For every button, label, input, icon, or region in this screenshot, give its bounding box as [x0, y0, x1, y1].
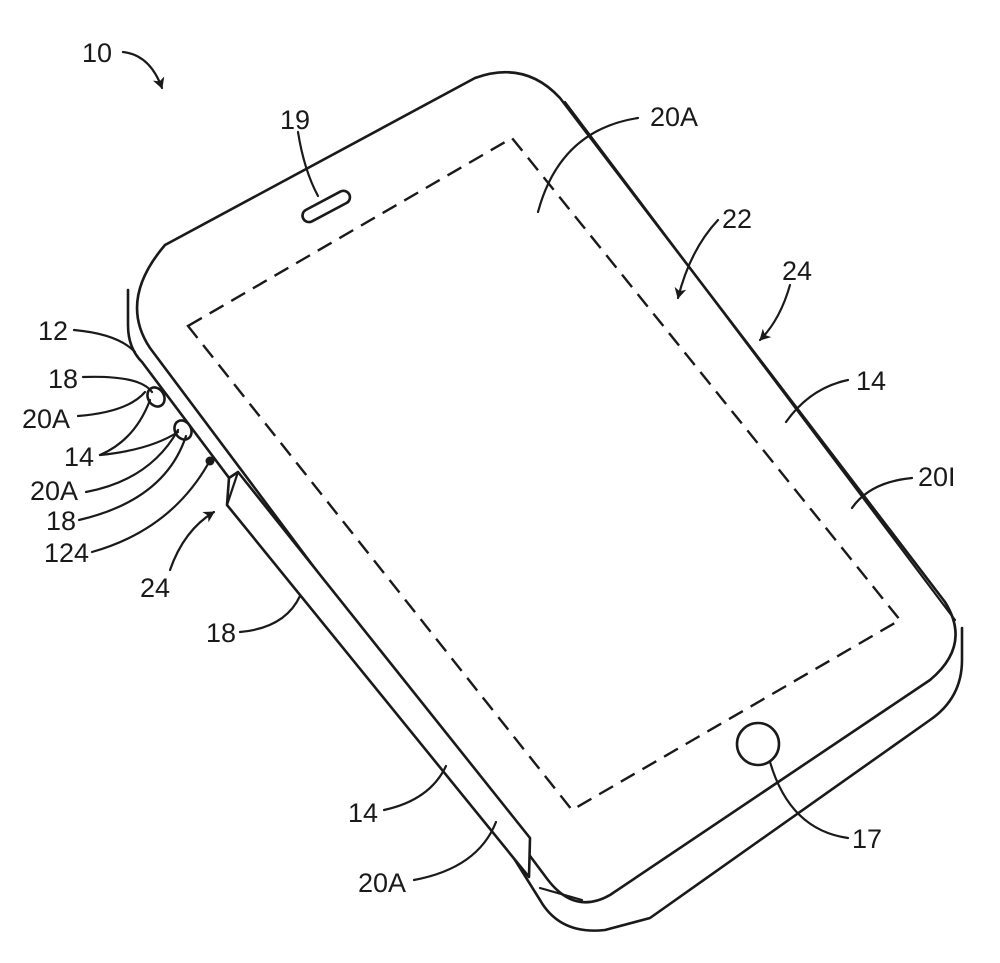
leader-20a-top: [536, 116, 640, 214]
leader-14-left-b: [98, 430, 180, 457]
device-top-face: [135, 70, 957, 904]
label-20i: 20I: [918, 462, 956, 492]
leader-10: [121, 50, 165, 90]
leader-24-left: [168, 510, 216, 572]
label-24-right: 24: [782, 256, 812, 286]
leader-18-upper: [81, 375, 154, 394]
reference-labels: 10 19 20A 22 24 14 20I 12 18 20A 14 20A …: [22, 38, 956, 898]
leader-20i: [850, 476, 914, 510]
device-side-face: [126, 288, 964, 932]
side-strip-edge: [225, 470, 240, 507]
leader-24-right: [758, 283, 792, 342]
label-22: 22: [722, 204, 752, 234]
leader-lines: [72, 50, 914, 882]
label-17: 17: [852, 824, 882, 854]
label-124: 124: [44, 538, 89, 568]
leader-20a-lower: [84, 428, 180, 494]
label-19: 19: [280, 105, 310, 135]
leader-18-lower: [77, 434, 188, 522]
label-12: 12: [38, 316, 68, 346]
home-button: [735, 721, 781, 767]
label-20a-top: 20A: [650, 102, 698, 132]
display-area: [186, 136, 902, 812]
device-rim-line: [538, 100, 957, 902]
side-button-lower: [173, 419, 193, 441]
label-20a-upper: 20A: [22, 404, 70, 434]
label-18-strip: 18: [206, 618, 236, 648]
leader-20a-upper: [76, 390, 147, 418]
label-18-lower: 18: [46, 506, 76, 536]
label-14-bottom: 14: [348, 798, 378, 828]
label-20a-bottom: 20A: [358, 868, 406, 898]
label-10: 10: [82, 38, 112, 68]
device-body: [126, 70, 964, 932]
leader-14-bottom: [382, 764, 448, 812]
label-24-left: 24: [140, 573, 170, 603]
leader-14-left-a: [98, 398, 152, 457]
leader-22: [674, 218, 720, 300]
leader-14-right: [784, 378, 850, 424]
label-18-upper: 18: [48, 364, 78, 394]
label-20a-lower: 20A: [30, 476, 78, 506]
leader-19: [296, 130, 320, 198]
leader-18-strip: [238, 594, 302, 634]
leader-124: [90, 462, 210, 554]
label-14-left: 14: [64, 442, 94, 472]
speaker-slot: [301, 189, 352, 224]
label-14-right: 14: [856, 366, 886, 396]
side-strip: [225, 470, 532, 879]
leader-17: [768, 760, 850, 840]
leader-20a-bottom: [412, 820, 498, 882]
leader-12: [72, 328, 137, 354]
